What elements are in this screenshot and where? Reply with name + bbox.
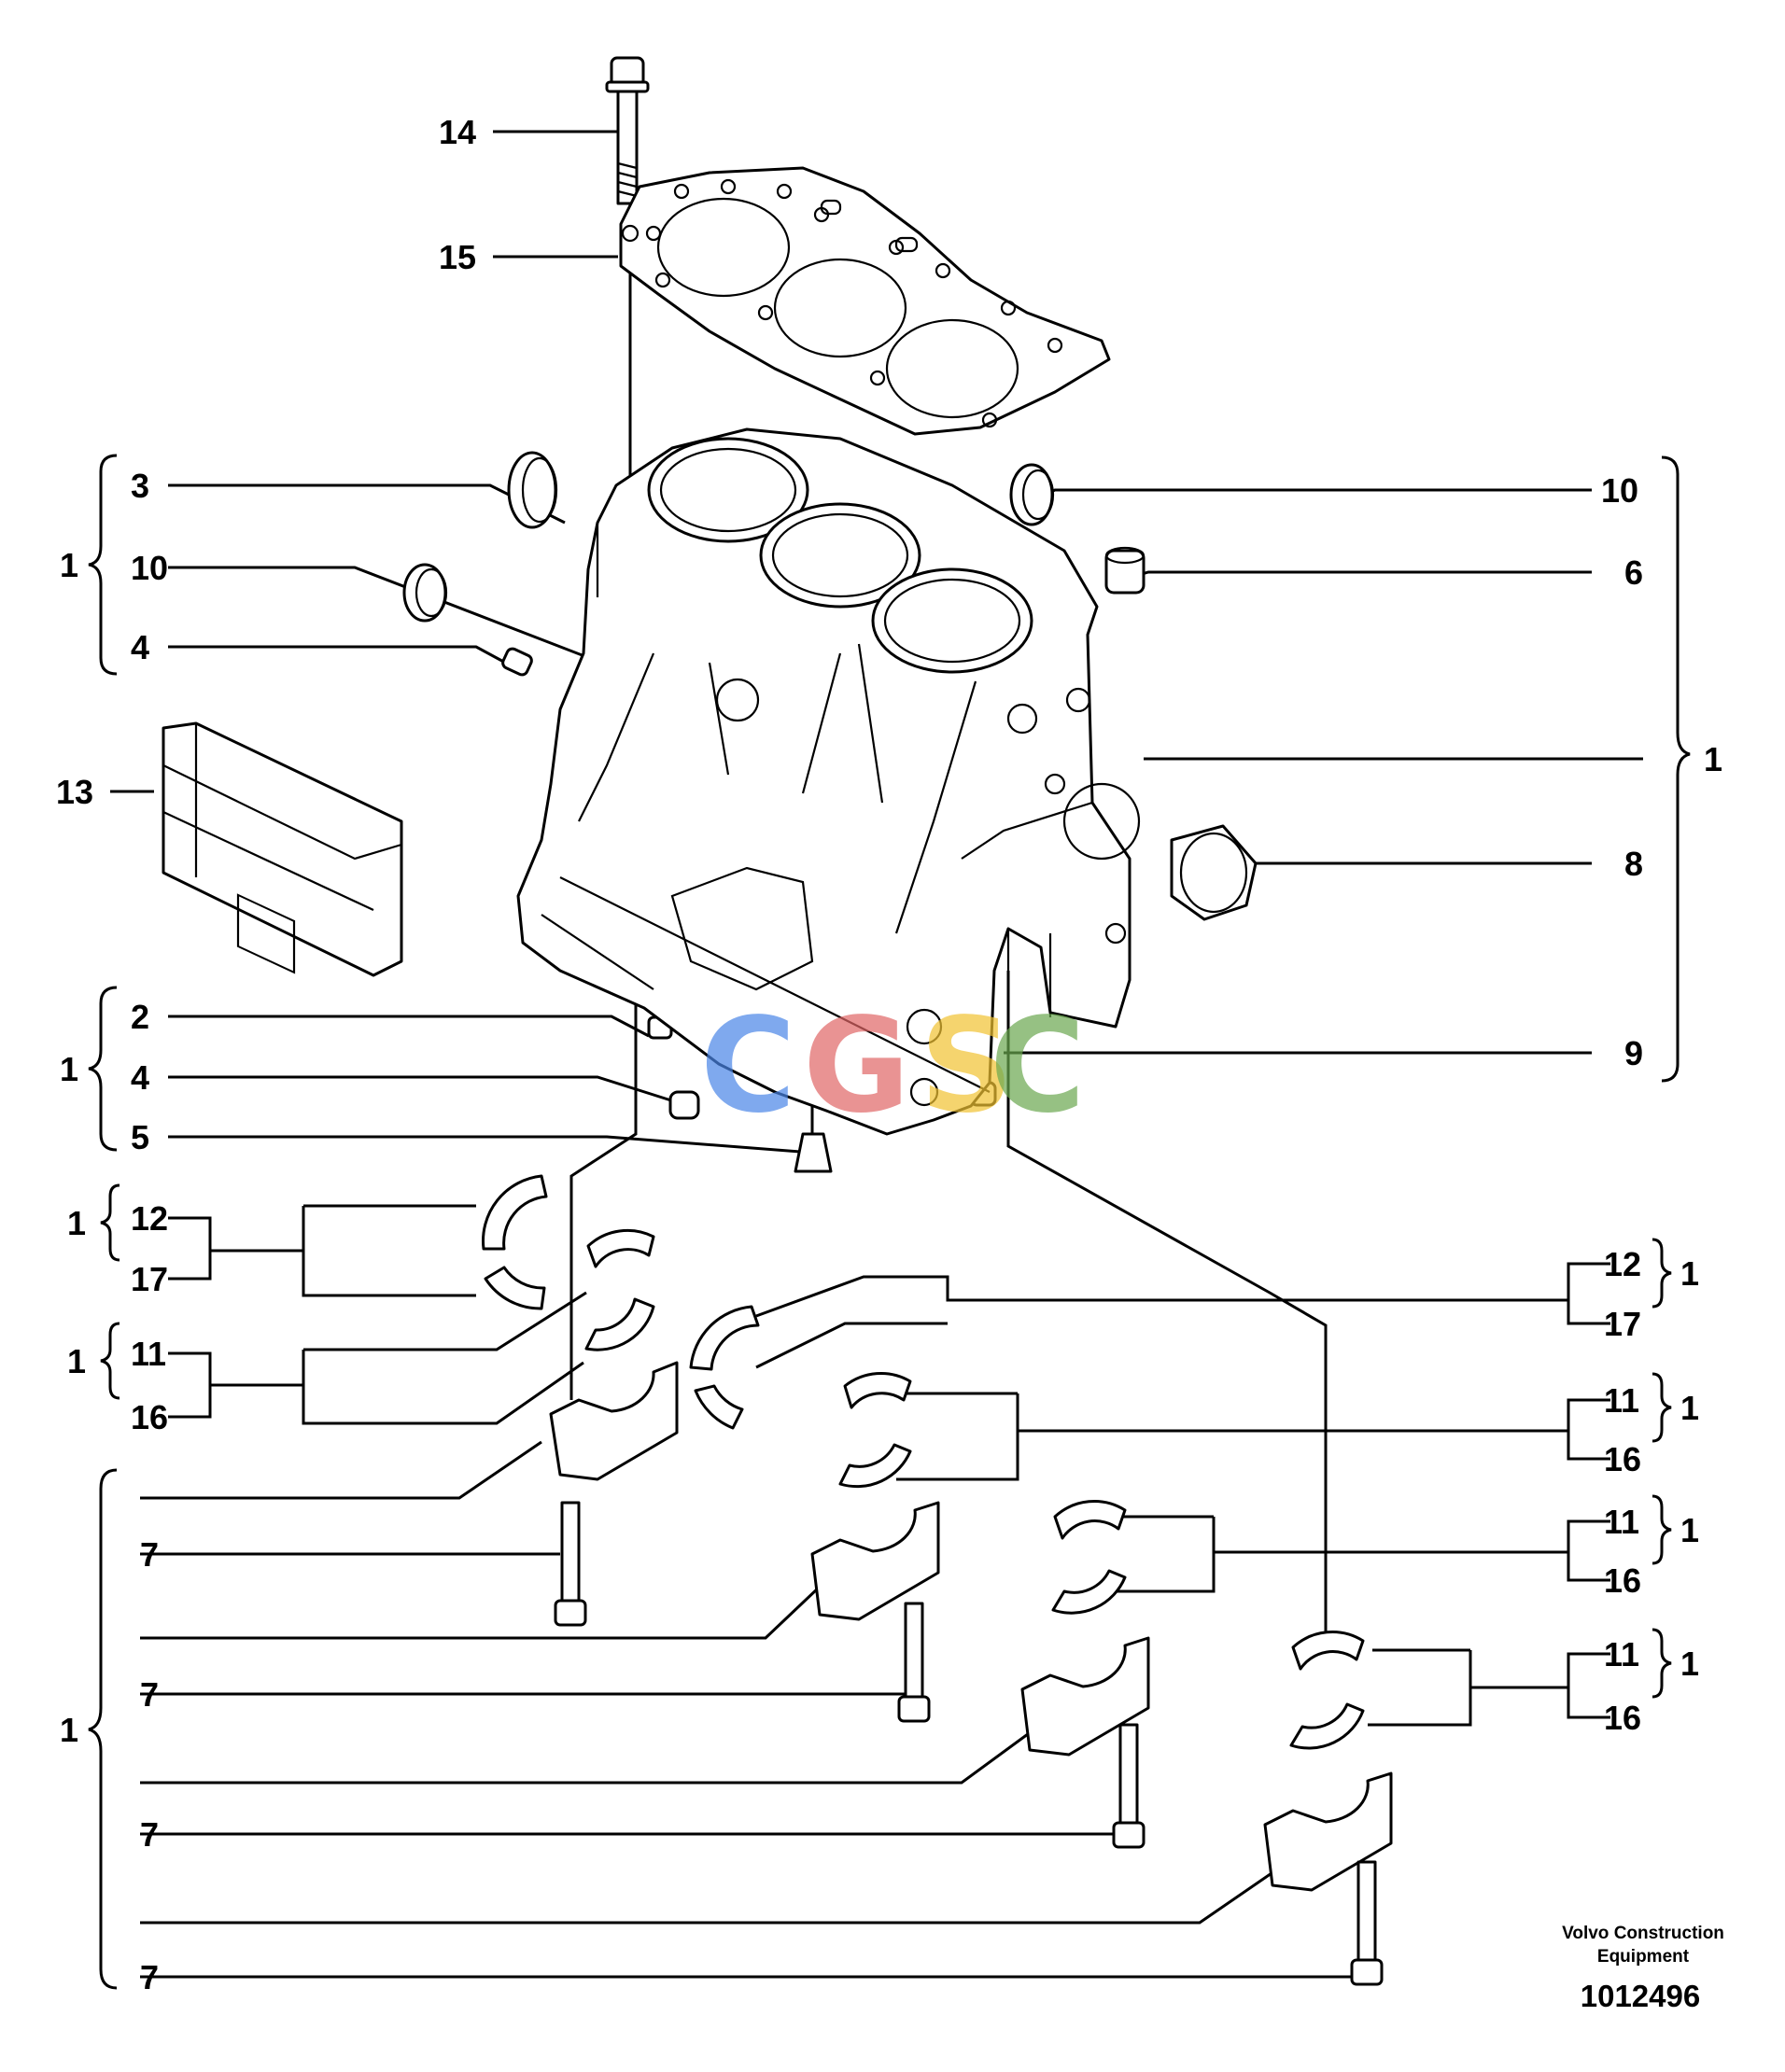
bolt-part [605,56,650,205]
callout-1: 1 [1680,1254,1699,1293]
plug-part-3 [507,451,558,529]
thrust-bearing-part-right [689,1305,760,1430]
bushing-part [1170,824,1258,921]
plug-part-10 [402,463,1055,623]
plug-part-4 [501,647,533,677]
callout-13: 13 [56,773,93,811]
callout-11: 11 [1604,1381,1639,1420]
callout-6: 6 [1624,553,1643,592]
callout-17: 17 [131,1260,168,1298]
callout-3: 3 [131,467,149,505]
callout-7: 7 [140,1675,159,1714]
callout-12: 12 [131,1199,168,1238]
callout-labels: 14 15 3 10 4 1 13 2 4 5 1 10 6 1 8 9 1 1… [56,113,1722,1996]
callout-1: 1 [1680,1645,1699,1683]
callout-16: 16 [1604,1561,1641,1600]
watermark-letter: S [920,990,1014,1142]
watermark-letter: G [803,990,910,1142]
callout-9: 9 [1624,1034,1643,1072]
callout-16: 16 [1604,1440,1641,1478]
brand-line-2: Equipment [1597,1947,1690,1967]
callout-7: 7 [140,1815,159,1854]
callout-11: 11 [1604,1503,1639,1541]
callout-1: 1 [1704,740,1722,778]
callout-8: 8 [1624,845,1643,883]
callout-4: 4 [131,1058,149,1097]
fitting-part [1104,546,1145,595]
group-braces [88,454,1691,1990]
callout-1: 1 [1680,1511,1699,1549]
callout-12: 12 [1604,1245,1641,1283]
cover-part [162,721,403,977]
callout-7: 7 [140,1958,159,1996]
footer: Volvo Construction Equipment 1012496 [1562,1924,1724,2013]
thrust-bearing-part [482,1174,548,1310]
callout-2: 2 [131,998,149,1036]
callout-7: 7 [140,1535,159,1574]
leader-lines [110,130,1643,1979]
callout-16: 16 [131,1398,168,1436]
callout-17: 17 [1604,1305,1641,1343]
callout-1: 1 [60,546,78,584]
callout-1: 1 [67,1342,86,1380]
plug-part-4b [668,1090,700,1120]
head-gasket-part [619,166,1111,436]
bearing-cap-part [549,1361,1393,1892]
cylinder-block-part [516,427,1141,1136]
callout-1: 1 [60,1711,78,1749]
callout-5: 5 [131,1118,149,1156]
callout-11: 11 [131,1335,166,1373]
brand-line-1: Volvo Construction [1562,1924,1724,1943]
watermark-letter: C [990,990,1086,1142]
callout-10: 10 [1601,471,1638,510]
callout-16: 16 [1604,1699,1641,1737]
callout-15: 15 [439,238,476,276]
document-number: 1012496 [1581,1979,1700,2013]
cap-bolt-part [554,1501,1384,1986]
callout-1: 1 [67,1204,86,1242]
callout-4: 4 [131,628,149,666]
bearing-shell-part [584,1228,1365,1750]
watermark-letter: C [700,990,796,1142]
callout-11: 11 [1604,1635,1639,1673]
watermark: C G S C [700,990,1086,1142]
plug-part-5 [794,1132,833,1173]
callout-1: 1 [1680,1389,1699,1427]
callout-14: 14 [439,113,476,151]
callout-1: 1 [60,1050,78,1088]
callout-10: 10 [131,549,168,587]
